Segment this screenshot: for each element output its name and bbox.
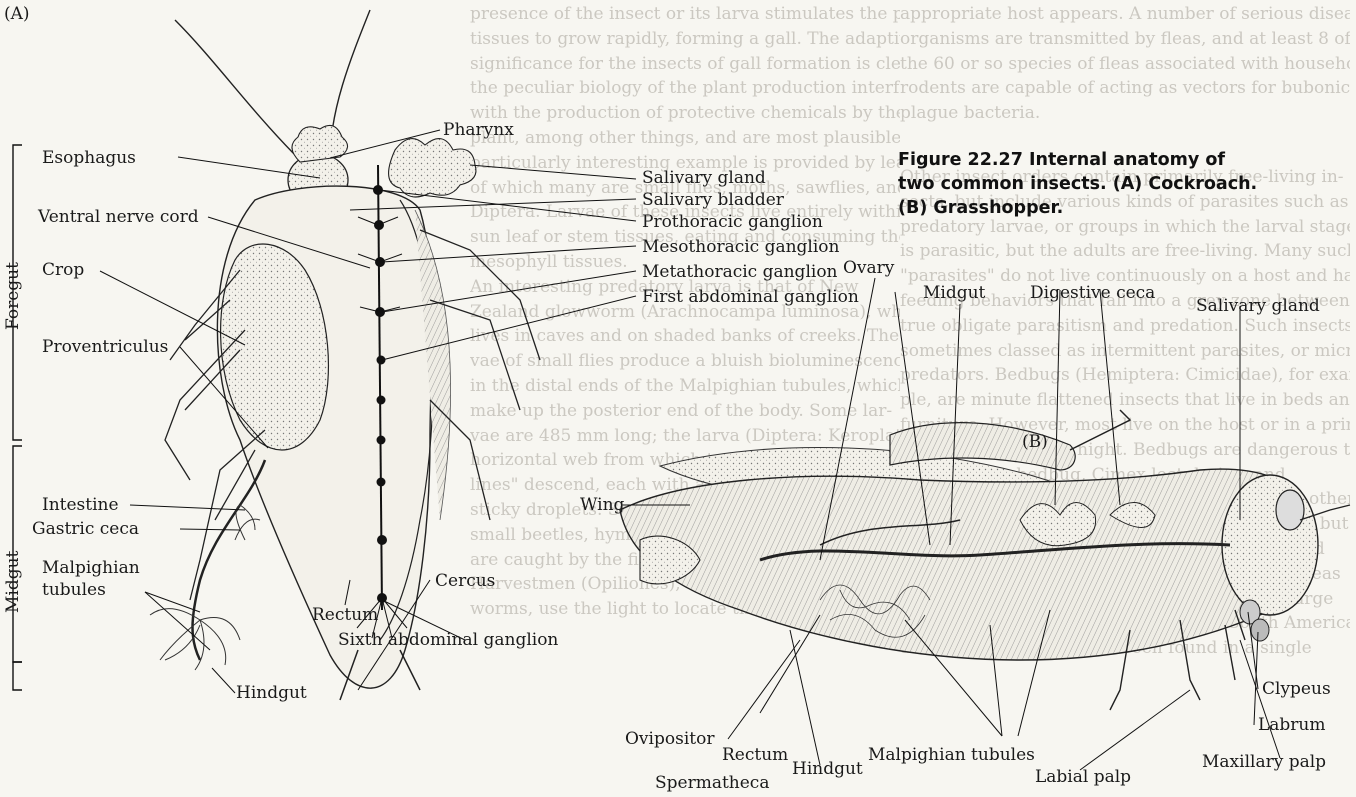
label-hindgut-b: Hindgut: [792, 759, 863, 779]
label-malpighian-line1: Malpighian: [42, 558, 140, 578]
figure-caption: Figure 22.27 Internal anatomy of two com…: [898, 148, 1308, 220]
label-gastric-ceca: Gastric ceca: [32, 519, 139, 539]
label-maxillary-palp: Maxillary palp: [1202, 752, 1326, 772]
label-digestive-ceca: Digestive ceca: [1030, 283, 1155, 303]
label-rectum-b: Rectum: [722, 745, 788, 765]
label-mesothoracic-ganglion: Mesothoracic ganglion: [642, 237, 840, 257]
label-first-abdominal-ganglion: First abdominal ganglion: [642, 287, 859, 307]
caption-line-3: (B) Grasshopper.: [898, 196, 1308, 220]
label-wing: Wing: [580, 495, 624, 515]
label-clypeus: Clypeus: [1262, 679, 1331, 699]
label-esophagus: Esophagus: [42, 148, 136, 168]
label-malpighian-tubules-b: Malpighian tubules: [868, 745, 1035, 765]
label-labrum: Labrum: [1258, 715, 1326, 735]
label-intestine: Intestine: [42, 495, 119, 515]
panel-a-tag: (A): [4, 4, 30, 24]
label-proventriculus: Proventriculus: [42, 337, 168, 357]
label-cercus: Cercus: [435, 571, 495, 591]
label-metathoracic-ganglion: Metathoracic ganglion: [642, 262, 838, 282]
panel-b-tag: (B): [1022, 432, 1048, 452]
label-spermatheca: Spermatheca: [655, 773, 769, 793]
label-malpighian-line2: tubules: [42, 580, 106, 600]
label-ovary: Ovary: [843, 258, 894, 278]
label-midgut-bracket: Midgut: [3, 551, 23, 613]
label-sixth-abdominal-ganglion: Sixth abdominal ganglion: [338, 630, 558, 650]
label-rectum-a: Rectum: [312, 605, 378, 625]
label-salivary-bladder: Salivary bladder: [642, 190, 784, 210]
label-salivary-gland-a: Salivary gland: [642, 168, 766, 188]
label-foregut: Foregut: [3, 262, 23, 330]
label-ovipositor: Ovipositor: [625, 729, 714, 749]
label-prothoracic-ganglion: Prothoracic ganglion: [642, 212, 823, 232]
label-ventral-nerve-cord: Ventral nerve cord: [38, 207, 199, 227]
label-hindgut-a: Hindgut: [236, 683, 307, 703]
caption-line-1: Figure 22.27 Internal anatomy of: [898, 148, 1308, 172]
label-pharynx: Pharynx: [443, 120, 514, 140]
label-crop: Crop: [42, 260, 84, 280]
caption-line-2: two common insects. (A) Cockroach.: [898, 172, 1308, 196]
label-salivary-gland-b: Salivary gland: [1196, 296, 1320, 316]
label-midgut-b: Midgut: [923, 283, 985, 303]
cockroach-drawing: [150, 10, 540, 700]
label-labial-palp: Labial palp: [1035, 767, 1131, 787]
